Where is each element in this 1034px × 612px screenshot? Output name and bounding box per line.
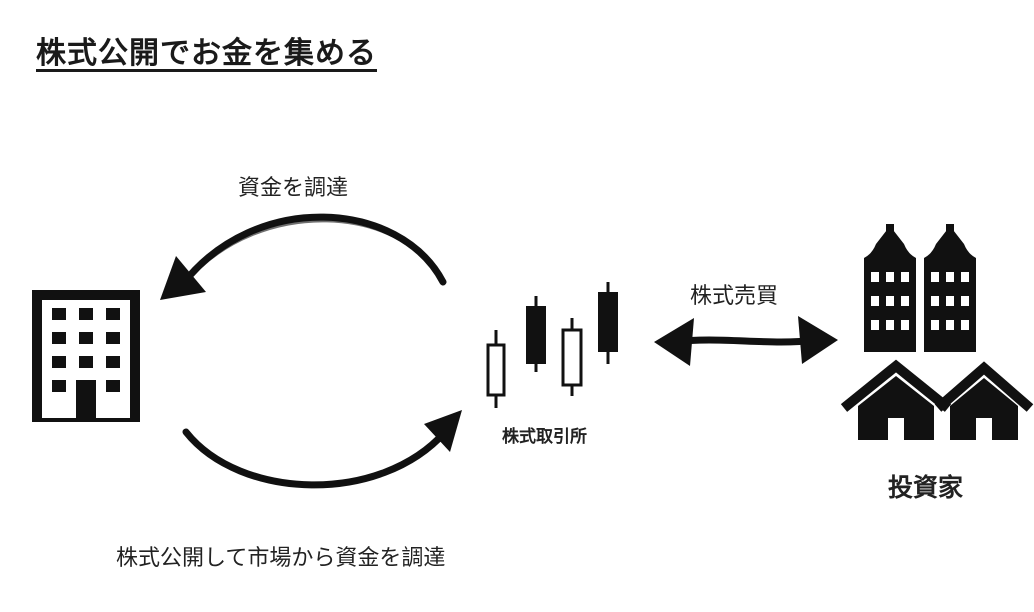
trade-arrow-label: 株式売買 (690, 284, 779, 309)
office-building-icon (32, 290, 140, 422)
house-icon (840, 359, 1034, 440)
trade-double-arrow (654, 316, 838, 366)
apartment-buildings-icon (864, 224, 976, 352)
exchange-label: 株式取引所 (502, 427, 587, 447)
top-arrow-label: 資金を調達 (238, 176, 349, 201)
candlestick-chart-icon (486, 282, 618, 408)
bottom-arrow-label: 株式公開して市場から資金を調達 (116, 546, 446, 571)
page-title: 株式公開でお金を集める (36, 36, 377, 71)
ipo-arrow-bottom (182, 410, 462, 489)
fund-raising-arrow-top (160, 213, 447, 300)
investor-label: 投資家 (888, 473, 964, 502)
